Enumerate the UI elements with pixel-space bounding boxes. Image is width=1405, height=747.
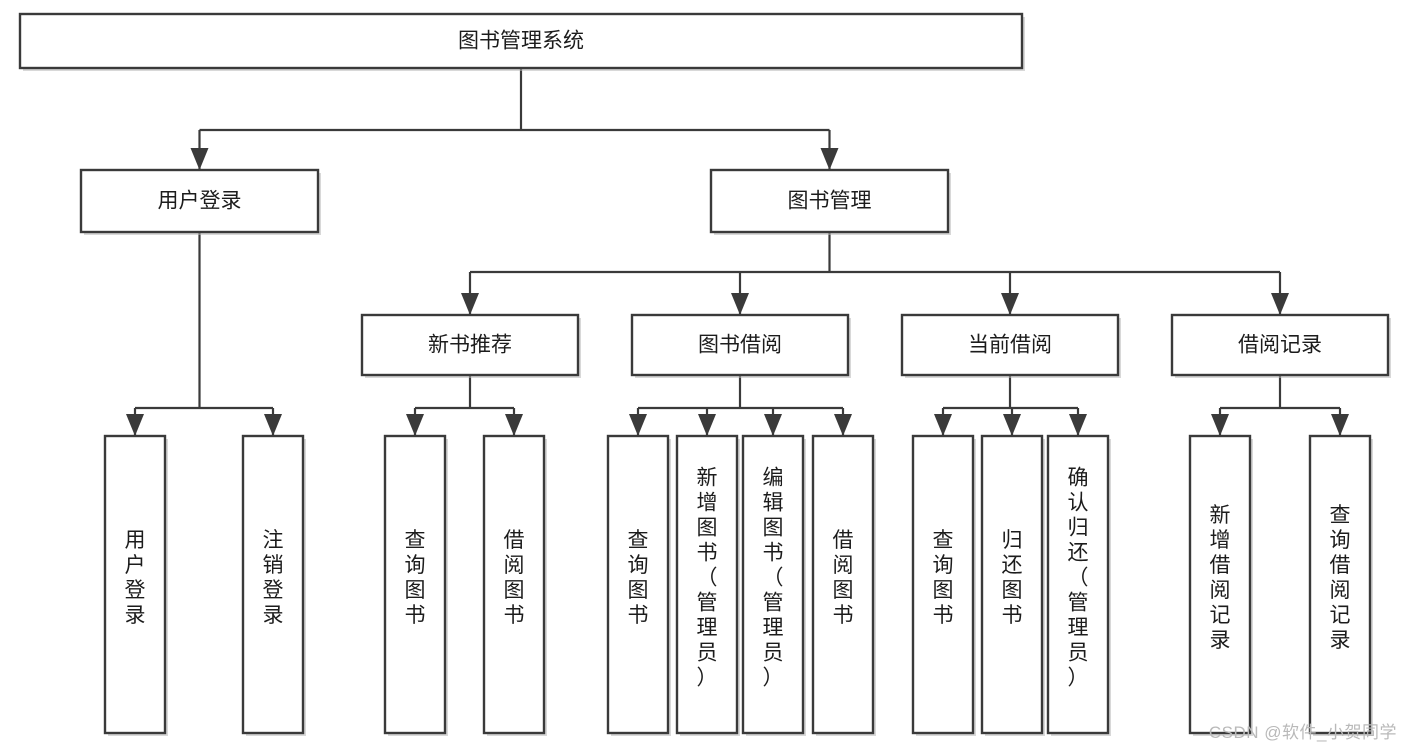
node-box[interactable] xyxy=(709,168,950,234)
node-box[interactable] xyxy=(1308,434,1372,735)
node-box[interactable] xyxy=(606,434,670,735)
node-leaf-user-login[interactable]: 用户登录 xyxy=(103,434,167,735)
node-box[interactable] xyxy=(383,434,447,735)
node-box[interactable] xyxy=(18,12,1024,70)
arrow-head-icon xyxy=(1331,414,1349,436)
node-new-book-rec[interactable]: 新书推荐 xyxy=(360,313,580,377)
node-leaf-return-book[interactable]: 归还图书 xyxy=(980,434,1044,735)
node-leaf-query-record[interactable]: 查询借阅记录 xyxy=(1308,434,1372,735)
node-leaf-edit-book[interactable]: 编辑图书（管理员） xyxy=(741,434,805,735)
node-label: 归还图书 xyxy=(1002,529,1023,627)
node-leaf-user-logout[interactable]: 注销登录 xyxy=(241,434,305,735)
node-leaf-query-book-3[interactable]: 查询图书 xyxy=(911,434,975,735)
node-box[interactable] xyxy=(980,434,1044,735)
node-box[interactable] xyxy=(900,313,1120,377)
node-box[interactable] xyxy=(1170,313,1390,377)
node-label: 图书借阅 xyxy=(698,334,782,357)
node-leaf-add-record[interactable]: 新增借阅记录 xyxy=(1188,434,1252,735)
node-book-borrow[interactable]: 图书借阅 xyxy=(630,313,850,377)
arrow-head-icon xyxy=(764,414,782,436)
arrow-head-icon xyxy=(1211,414,1229,436)
arrow-head-icon xyxy=(1001,293,1019,315)
node-box[interactable] xyxy=(630,313,850,377)
arrow-head-icon xyxy=(505,414,523,436)
node-box[interactable] xyxy=(482,434,546,735)
connector-edges-layer xyxy=(126,68,1349,436)
node-label: 借阅图书 xyxy=(504,529,525,627)
node-label: 图书管理 xyxy=(788,190,872,213)
node-label: 新增图书（管理员） xyxy=(697,467,718,690)
node-box[interactable] xyxy=(911,434,975,735)
node-leaf-query-book-1[interactable]: 查询图书 xyxy=(383,434,447,735)
arrow-head-icon xyxy=(1003,414,1021,436)
node-label: 用户登录 xyxy=(158,190,242,213)
node-label: 新增借阅记录 xyxy=(1210,504,1231,652)
node-leaf-borrow-book-1[interactable]: 借阅图书 xyxy=(482,434,546,735)
arrow-head-icon xyxy=(126,414,144,436)
node-book-manage[interactable]: 图书管理 xyxy=(709,168,950,234)
node-box[interactable] xyxy=(79,168,320,234)
node-label: 注销登录 xyxy=(263,529,284,627)
node-label: 查询图书 xyxy=(933,529,954,627)
arrow-head-icon xyxy=(461,293,479,315)
node-box[interactable] xyxy=(241,434,305,735)
arrow-head-icon xyxy=(406,414,424,436)
arrow-head-icon xyxy=(834,414,852,436)
node-label: 编辑图书（管理员） xyxy=(763,467,784,690)
node-current-borrow[interactable]: 当前借阅 xyxy=(900,313,1120,377)
node-boxes-layer: 图书管理系统用户登录图书管理新书推荐图书借阅当前借阅借阅记录用户登录注销登录查询… xyxy=(18,12,1391,736)
arrow-head-icon xyxy=(264,414,282,436)
csdn-watermark: CSDN @软件_小贺同学 xyxy=(1208,723,1397,742)
arrow-head-icon xyxy=(1069,414,1087,436)
node-box[interactable] xyxy=(741,434,805,735)
node-label: 查询图书 xyxy=(405,529,426,627)
node-label: 借阅记录 xyxy=(1238,334,1322,357)
arrow-head-icon xyxy=(1271,293,1289,315)
node-label: 用户登录 xyxy=(125,529,146,627)
node-label: 新书推荐 xyxy=(428,334,512,357)
node-box[interactable] xyxy=(360,313,580,377)
node-label: 当前借阅 xyxy=(968,334,1052,357)
node-leaf-borrow-book-2[interactable]: 借阅图书 xyxy=(811,434,875,735)
node-label: 确认归还（管理员） xyxy=(1068,467,1089,690)
node-box[interactable] xyxy=(811,434,875,735)
arrow-head-icon xyxy=(698,414,716,436)
node-box[interactable] xyxy=(675,434,739,735)
arrow-head-icon xyxy=(190,148,209,170)
node-label: 图书管理系统 xyxy=(458,30,584,53)
arrow-head-icon xyxy=(629,414,647,436)
node-root-book-management-system[interactable]: 图书管理系统 xyxy=(18,12,1024,70)
node-leaf-confirm-return[interactable]: 确认归还（管理员） xyxy=(1046,434,1110,735)
node-borrow-record[interactable]: 借阅记录 xyxy=(1170,313,1390,377)
node-leaf-add-book[interactable]: 新增图书（管理员） xyxy=(675,434,739,735)
node-box[interactable] xyxy=(1046,434,1110,735)
arrow-head-icon xyxy=(731,293,749,315)
node-box[interactable] xyxy=(1188,434,1252,735)
node-label: 借阅图书 xyxy=(833,529,854,627)
arrow-head-icon xyxy=(934,414,952,436)
node-label: 查询图书 xyxy=(628,529,649,627)
node-box[interactable] xyxy=(103,434,167,735)
node-leaf-query-book-2[interactable]: 查询图书 xyxy=(606,434,670,735)
node-label: 查询借阅记录 xyxy=(1330,504,1351,652)
arrow-head-icon xyxy=(820,148,839,170)
node-user-login[interactable]: 用户登录 xyxy=(79,168,320,234)
